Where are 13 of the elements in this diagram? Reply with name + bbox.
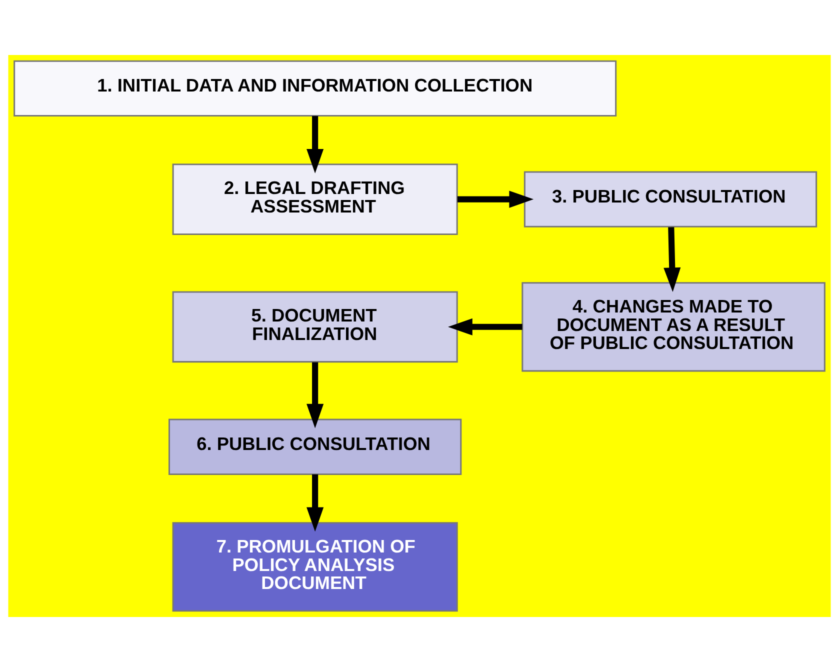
node-box: 1. INITIAL DATA AND INFORMATION COLLECTION bbox=[14, 60, 617, 116]
arrow bbox=[306, 362, 324, 428]
arrow bbox=[306, 116, 324, 173]
node-box: 4. CHANGES MADE TO DOCUMENT AS A RESULT OF PUBLIC CONSULTATION bbox=[522, 282, 826, 372]
arrow bbox=[664, 226, 681, 292]
node-box: 2. LEGAL DRAFTING ASSESSMENT bbox=[172, 163, 458, 234]
arrow bbox=[448, 318, 522, 335]
node-box: 7. PROMULGATION OF POLICY ANALYSIS DOCUMENT bbox=[172, 522, 458, 612]
arrow bbox=[306, 474, 324, 532]
node-box: 3. PUBLIC CONSULTATION bbox=[524, 170, 818, 227]
node-box: 5. DOCUMENT FINALIZATION bbox=[172, 290, 458, 362]
node-box: 6. PUBLIC CONSULTATION bbox=[168, 418, 462, 474]
arrow bbox=[457, 190, 534, 208]
